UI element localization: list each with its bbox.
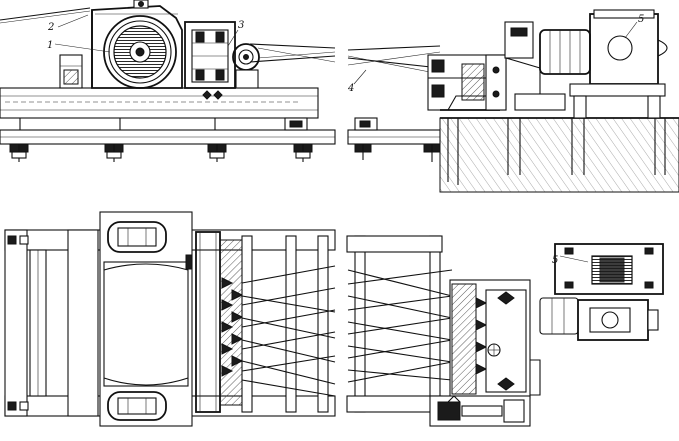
- left-wire-clamps: [221, 277, 244, 377]
- spool-stand: [59, 54, 83, 89]
- callout-label-3: 3: [238, 20, 244, 31]
- callout-label-1: 1: [47, 40, 53, 51]
- plan-view: 5: [4, 211, 664, 427]
- plan-wires: [241, 265, 453, 397]
- hydraulic-ram: [429, 395, 531, 427]
- gearbox: [184, 21, 236, 100]
- motor-plan: [539, 243, 664, 341]
- feed-wires: [0, 7, 91, 24]
- tension-carriage: [427, 21, 566, 111]
- side-elevation-view: 1 2 3 4 5: [0, 0, 679, 193]
- callout-label-2: 2: [47, 22, 54, 33]
- wire-bundle: [249, 43, 441, 75]
- winding-drum: [91, 0, 183, 89]
- tension-block-plan: [449, 279, 541, 399]
- drum-plan: [99, 211, 193, 427]
- foundation-feet: [9, 143, 441, 162]
- leader-lines: [54, 14, 638, 85]
- callout-label-5-bottom: 5: [552, 255, 558, 266]
- drive-motor: [539, 9, 668, 119]
- concrete-foundation: [439, 117, 679, 193]
- pulley-wheel: [232, 43, 260, 89]
- hanger-brackets: [284, 117, 378, 131]
- callout-label-4: 4: [347, 83, 354, 94]
- callout-label-5-top: 5: [638, 14, 644, 25]
- guide-comb: [195, 231, 243, 413]
